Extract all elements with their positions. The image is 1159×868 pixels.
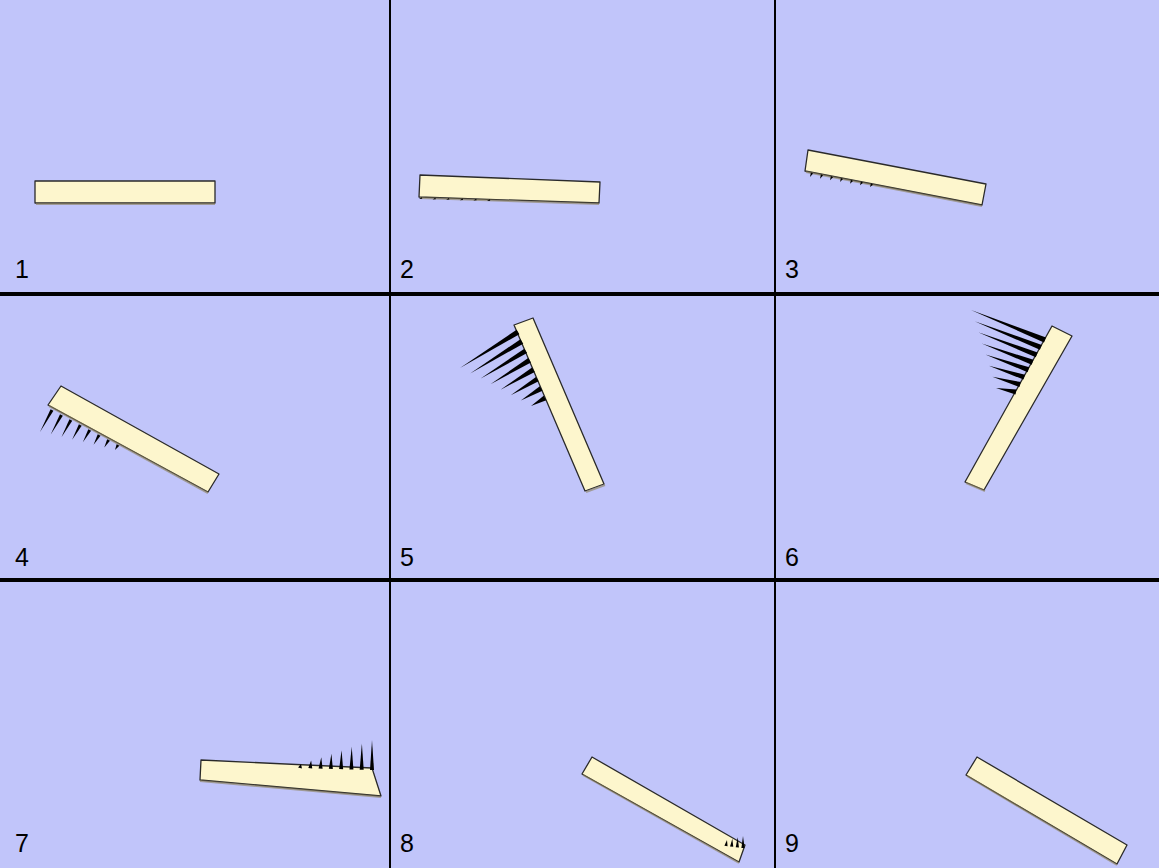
motion-streak bbox=[339, 750, 343, 769]
motion-streak bbox=[985, 355, 1029, 373]
motion-streak bbox=[736, 837, 739, 847]
bar-shadow bbox=[586, 485, 605, 492]
bar bbox=[35, 181, 215, 203]
bar-shadow bbox=[420, 198, 599, 204]
bar bbox=[48, 386, 219, 492]
panel-number: 6 bbox=[785, 543, 799, 571]
motion-streak bbox=[830, 176, 833, 180]
panel-number: 2 bbox=[400, 255, 414, 283]
grid-line bbox=[0, 292, 1159, 296]
motion-streak bbox=[501, 367, 535, 389]
motion-streak bbox=[298, 764, 302, 768]
bar bbox=[419, 175, 600, 203]
motion-streak bbox=[308, 761, 312, 769]
panel-number: 5 bbox=[400, 543, 414, 571]
motion-streak bbox=[860, 182, 863, 186]
motion-streak bbox=[446, 198, 449, 200]
bar-shadow bbox=[967, 776, 1117, 865]
motion-streak bbox=[490, 358, 531, 384]
bar-shadow bbox=[200, 781, 381, 797]
panel-number: 1 bbox=[15, 255, 29, 283]
bar-shadow bbox=[806, 172, 982, 206]
panel-number: 9 bbox=[785, 829, 799, 857]
motion-streak bbox=[83, 429, 91, 442]
panel-number: 7 bbox=[15, 829, 29, 857]
panel-number: 4 bbox=[15, 543, 29, 571]
motion-streak bbox=[971, 310, 1046, 342]
motion-streak bbox=[975, 321, 1042, 350]
motion-streak bbox=[319, 757, 323, 769]
motion-streak bbox=[419, 197, 422, 199]
motion-streak bbox=[992, 377, 1020, 387]
motion-streak bbox=[870, 183, 873, 187]
motion-streak bbox=[61, 419, 72, 437]
motion-streak bbox=[115, 444, 119, 450]
bar bbox=[966, 757, 1127, 864]
bar-shadow bbox=[49, 406, 208, 493]
grid-line bbox=[774, 0, 776, 868]
motion-streak bbox=[996, 388, 1017, 395]
motion-streak bbox=[360, 743, 364, 769]
motion-streak bbox=[531, 396, 546, 406]
motion-streak bbox=[840, 178, 843, 182]
motion-streak bbox=[40, 409, 53, 432]
motion-streak bbox=[724, 840, 727, 846]
motion-streak bbox=[460, 198, 463, 200]
motion-streak bbox=[433, 198, 436, 200]
bar bbox=[514, 318, 604, 491]
motion-streak bbox=[521, 386, 543, 400]
motion-streak bbox=[370, 740, 374, 770]
motion-streak bbox=[820, 174, 823, 178]
grid-line bbox=[389, 0, 391, 868]
bar bbox=[805, 150, 986, 205]
panel-number: 8 bbox=[400, 829, 414, 857]
bar bbox=[965, 326, 1072, 490]
motion-streak bbox=[51, 414, 63, 434]
bar-shadow bbox=[966, 483, 985, 491]
motion-streak bbox=[72, 424, 82, 439]
motion-streak bbox=[104, 439, 110, 447]
bar-shadow bbox=[36, 203, 215, 205]
grid-line bbox=[0, 578, 1159, 582]
bar bbox=[582, 757, 745, 862]
panel-number: 3 bbox=[785, 255, 799, 283]
motion-streak bbox=[730, 839, 733, 847]
motion-streak bbox=[349, 747, 353, 770]
motion-streak bbox=[94, 434, 101, 445]
motion-streak bbox=[473, 199, 476, 201]
bar-shadow bbox=[583, 775, 739, 863]
bar bbox=[200, 760, 381, 796]
motion-streak bbox=[850, 180, 853, 184]
motion-streak bbox=[810, 172, 813, 177]
motion-streak bbox=[329, 754, 333, 769]
motion-streak bbox=[741, 836, 744, 848]
motion-streak bbox=[487, 199, 490, 201]
